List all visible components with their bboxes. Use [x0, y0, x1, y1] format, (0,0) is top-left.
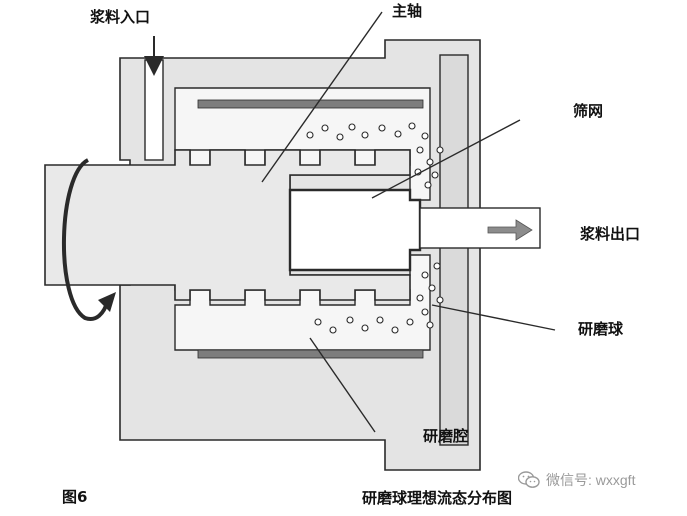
outlet-arrow: [487, 219, 533, 241]
leader-main-shaft: [261, 11, 383, 183]
wechat-icon: [518, 471, 540, 488]
figure-title: 研磨球理想流态分布图: [362, 489, 513, 507]
end-cap: [439, 54, 469, 446]
label-screen: 筛网: [573, 102, 604, 120]
leader-grinding-chamber: [309, 337, 376, 433]
label-slurry-outlet: 浆料出口: [580, 225, 641, 243]
rotation-arrowhead: [98, 292, 116, 312]
label-grinding-ball: 研磨球: [578, 320, 624, 338]
slurry-inlet-channel: [144, 59, 164, 161]
upper-bar: [197, 99, 424, 109]
label-slurry-inlet: 浆料入口: [90, 8, 151, 26]
figure-number: 图6: [62, 488, 88, 506]
screen-cylinder: [288, 188, 422, 272]
main-shaft: [44, 149, 411, 301]
watermark-text: 微信号: wxxgft: [546, 472, 636, 488]
leader-grinding-ball: [431, 304, 556, 331]
grinding-balls: [306, 122, 444, 334]
watermark: 微信号: wxxgft: [518, 470, 635, 490]
leader-screen: [371, 119, 521, 199]
rotation-arrow: [62, 158, 110, 321]
label-main-shaft: 主轴: [392, 2, 423, 20]
lower-bar: [197, 349, 424, 359]
label-grinding-chamber: 研磨腔: [423, 427, 469, 445]
